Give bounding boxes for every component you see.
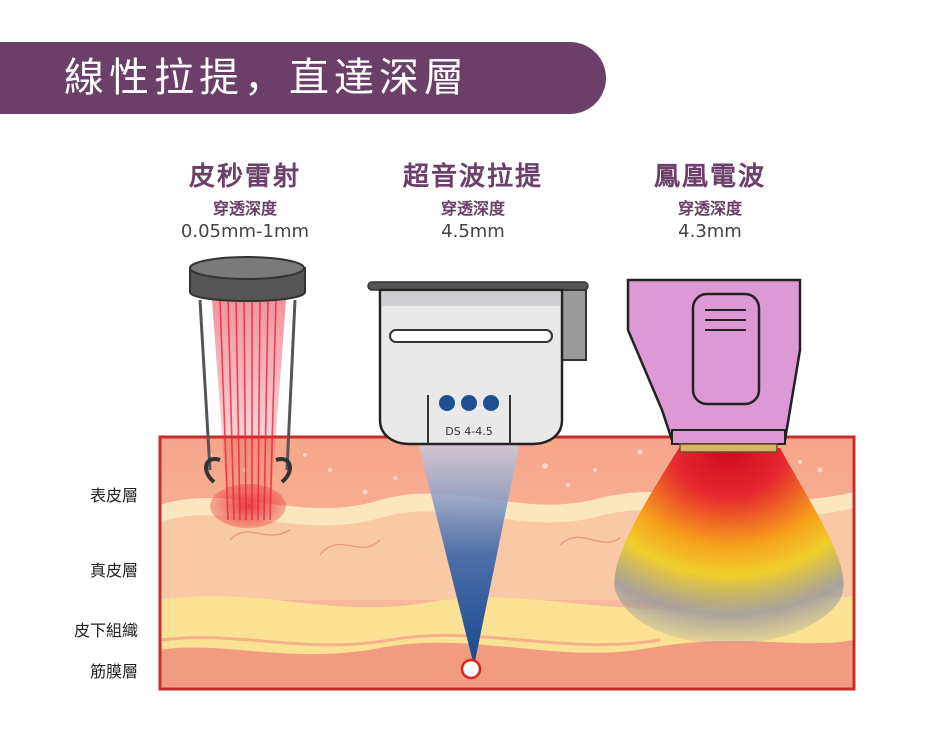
tech-radiofrequency: 鳳凰電波 穿透深度 4.3mm	[590, 160, 830, 244]
fascia-layer	[160, 640, 854, 689]
ultrasound-beam	[418, 442, 520, 666]
ultrasound-window	[389, 329, 553, 343]
rf-heat-zone	[614, 448, 844, 644]
laser-lens	[189, 256, 305, 280]
title-banner: 線性拉提，直達深層	[0, 42, 606, 114]
rf-device	[626, 278, 802, 453]
indicator-dot	[483, 395, 499, 411]
tech-ultrasound-lift: 超音波拉提 穿透深度 4.5mm	[353, 160, 593, 244]
layer-label-subcutaneous: 皮下組織	[73, 621, 138, 640]
depth-value: 4.5mm	[441, 221, 505, 242]
laser-device	[189, 256, 306, 521]
depth-label: 穿透深度	[440, 199, 505, 218]
layer-label-fascia: 筋膜層	[89, 662, 138, 681]
layer-label-dermis: 真皮層	[89, 561, 138, 580]
depth-value: 0.05mm-1mm	[180, 221, 310, 242]
tech-picosecond-laser: 皮秒雷射 穿透深度 0.05mm-1mm	[125, 160, 365, 244]
depth-label: 穿透深度	[677, 199, 742, 218]
depth-label: 穿透深度	[212, 199, 277, 218]
tech-name: 超音波拉提	[402, 162, 543, 192]
skin-texture	[208, 449, 823, 495]
page-title: 線性拉提，直達深層	[64, 55, 469, 101]
layer-label-epidermis: 表皮層	[89, 486, 138, 505]
indicator-dot	[461, 395, 477, 411]
depth-value: 4.3mm	[678, 221, 742, 242]
rf-electrode	[679, 443, 778, 453]
skin-layers	[160, 437, 854, 689]
ultrasound-focal-point	[460, 658, 482, 680]
rf-panel	[691, 292, 761, 406]
laser-spot	[210, 484, 286, 528]
indicator-dot	[439, 395, 455, 411]
cartridge-label: DS 4-4.5	[445, 425, 492, 438]
tech-name: 鳳凰電波	[653, 162, 766, 192]
tech-name: 皮秒雷射	[188, 162, 301, 192]
ultrasound-device: DS 4-4.5	[367, 281, 589, 446]
